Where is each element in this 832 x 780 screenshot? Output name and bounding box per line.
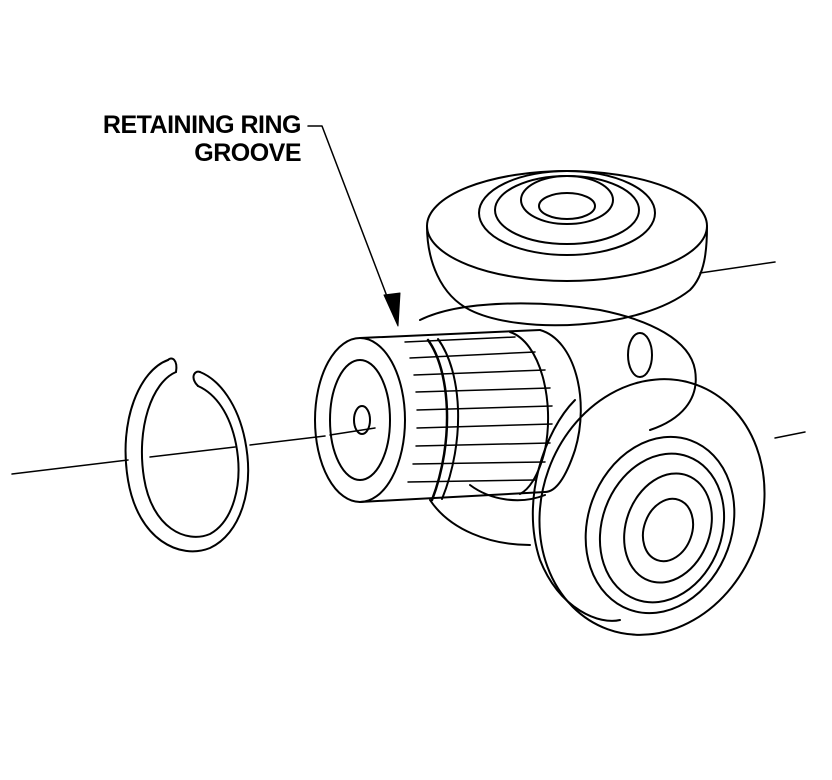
upper-roller xyxy=(426,170,708,327)
retaining-ring-groove xyxy=(426,338,449,502)
callout-leader xyxy=(307,125,401,327)
retaining-ring xyxy=(124,357,249,553)
spline-teeth xyxy=(404,336,553,483)
shaft-centerline xyxy=(11,261,806,475)
arrowhead-icon xyxy=(383,292,401,327)
callout-label-line2: GROOVE xyxy=(194,139,301,167)
callout-label-line1: RETAINING RING xyxy=(102,111,302,139)
spider-body xyxy=(419,302,697,546)
splined-hub xyxy=(314,329,582,503)
lower-roller xyxy=(531,378,766,636)
